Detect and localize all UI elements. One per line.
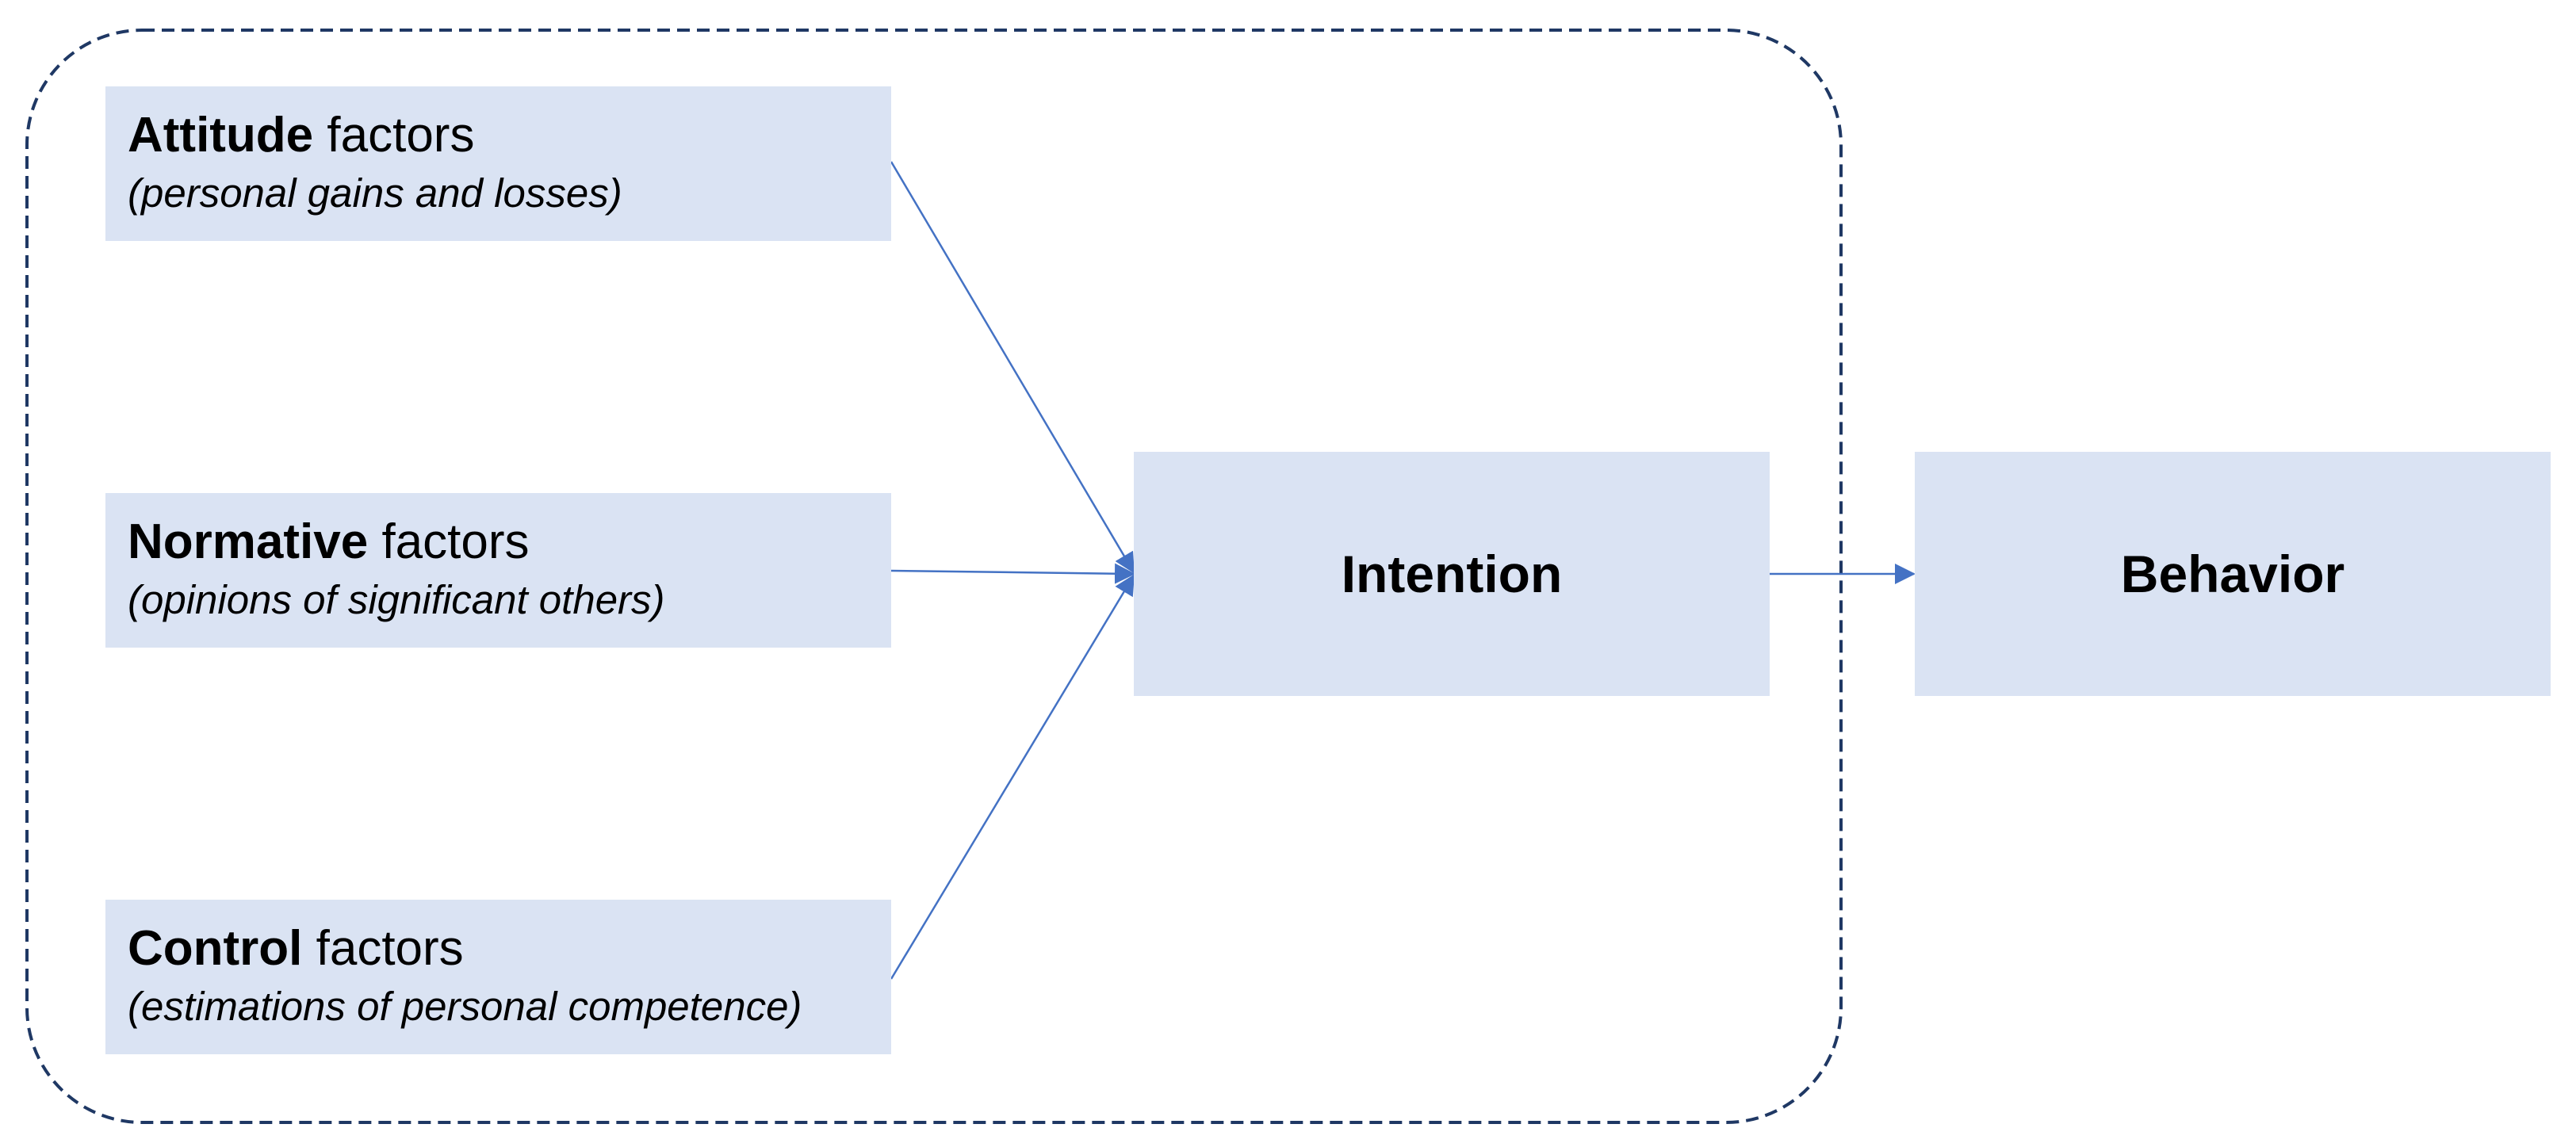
intention-box: Intention xyxy=(1134,452,1770,696)
arrow-attitude-to-intention xyxy=(890,161,1135,574)
attitude-factors-subtitle: (personal gains and losses) xyxy=(128,170,622,216)
behavior-box: Behavior xyxy=(1915,452,2551,696)
arrow-control-to-intention xyxy=(890,574,1135,980)
attitude-factors-title: Attitude factors xyxy=(128,104,891,167)
intention-label: Intention xyxy=(1341,545,1563,603)
attitude-label: Attitude xyxy=(128,108,314,162)
control-factors-subtitle: (estimations of personal competence) xyxy=(128,984,802,1029)
attitude-factors-suffix: factors xyxy=(313,108,475,162)
normative-label: Normative xyxy=(128,514,369,569)
control-factors-title: Control factors xyxy=(128,917,891,981)
control-factors-box: Control factors (estimations of personal… xyxy=(105,900,891,1054)
normative-factors-title: Normative factors xyxy=(128,510,891,574)
normative-factors-subtitle: (opinions of significant others) xyxy=(128,577,665,622)
arrow-normative-to-intention xyxy=(890,563,1135,584)
intention-group-dashed-border xyxy=(25,29,1843,1124)
normative-factors-box: Normative factors (opinions of significa… xyxy=(105,493,891,648)
control-label: Control xyxy=(128,921,303,976)
control-factors-suffix: factors xyxy=(302,921,464,976)
behavior-label: Behavior xyxy=(2120,545,2345,603)
normative-factors-suffix: factors xyxy=(368,514,530,569)
attitude-factors-box: Attitude factors (personal gains and los… xyxy=(105,86,891,241)
